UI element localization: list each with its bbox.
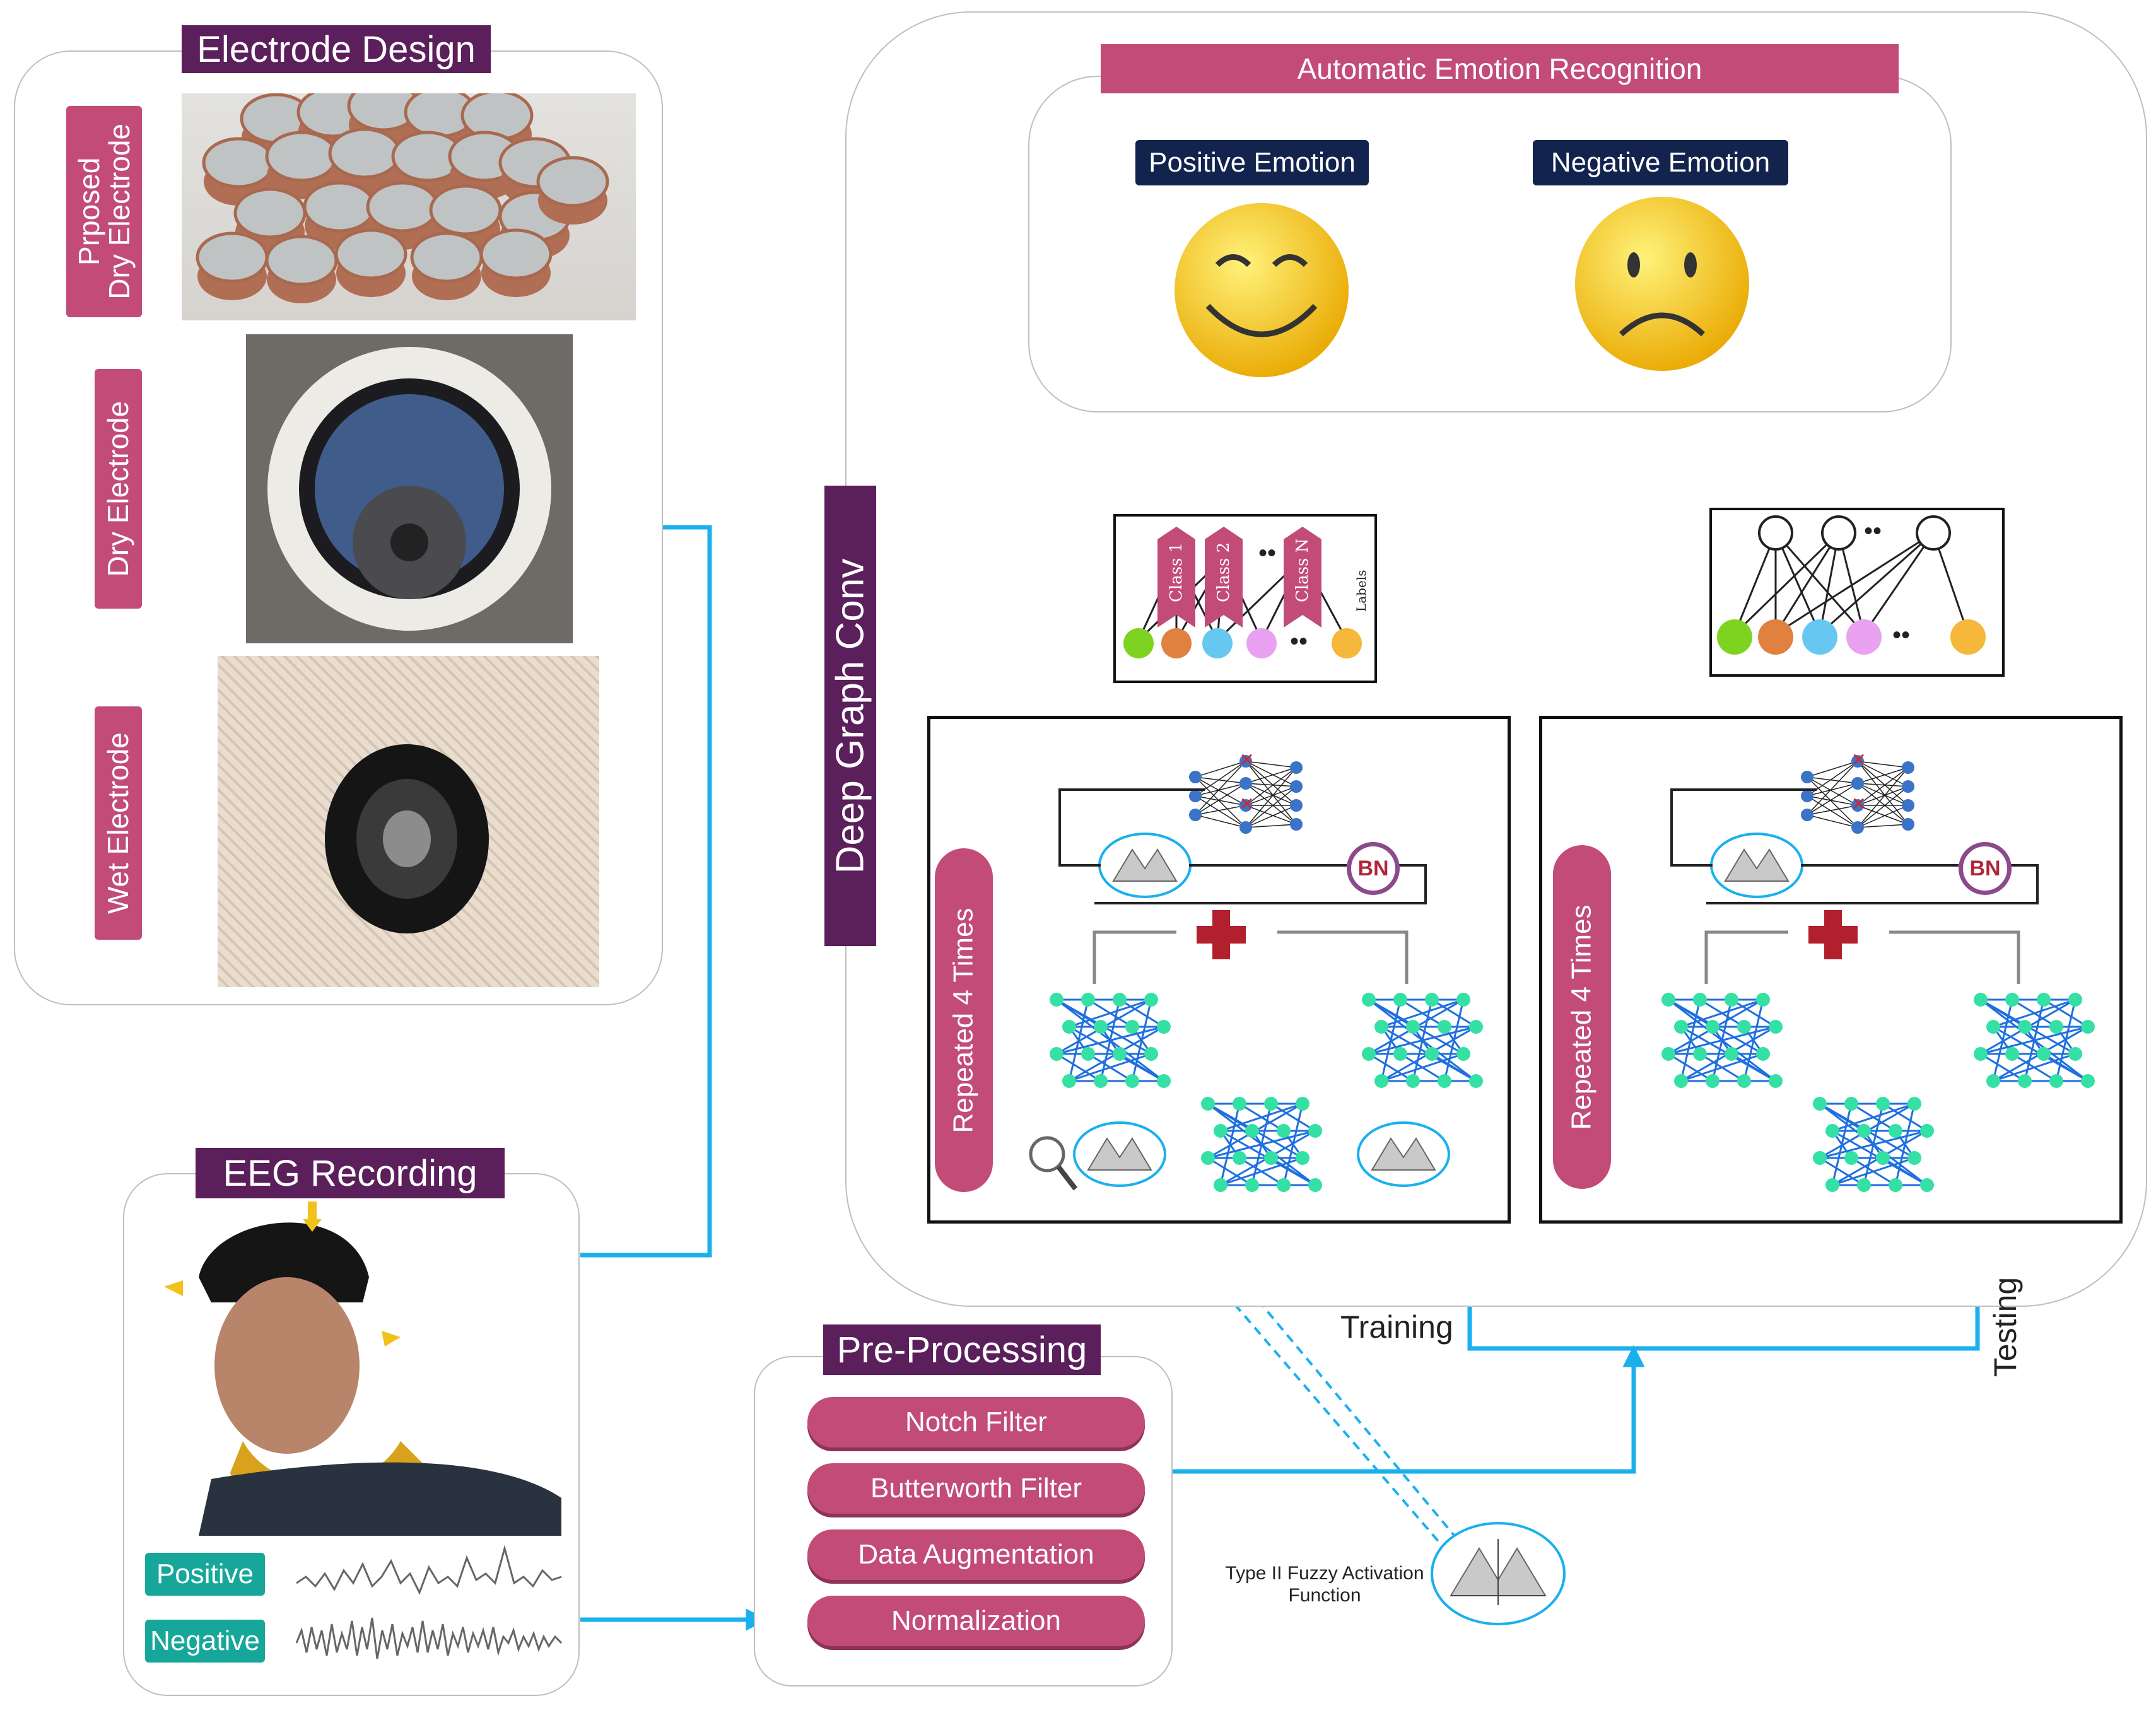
happy-face-icon [1175, 203, 1349, 377]
testing-repeated-label: Repeated 4 Times [1553, 845, 1611, 1189]
eeg-waveforms [295, 1545, 563, 1659]
sad-face-icon [1575, 197, 1749, 371]
nodes-ellipsis: •• [1290, 628, 1308, 655]
butterworth-filter-step: Butterworth Filter [807, 1463, 1145, 1514]
testing-bottom-ellipsis: •• [1892, 621, 1910, 649]
fuzzy-activation-icon [1431, 1522, 1566, 1625]
fuzzy-activation-caption: Type II Fuzzy Activation Function [1225, 1563, 1424, 1606]
class-labels-graph: Class 1 Class 2 Class N •• Labels •• [1123, 527, 1369, 658]
emotion-recognition-title: Automatic Emotion Recognition [1101, 44, 1899, 93]
svg-text:✕: ✕ [1851, 750, 1866, 769]
deep-graph-conv-title: Deep Graph Conv [824, 486, 876, 946]
class-1-text: Class 1 [1167, 542, 1186, 602]
testing-classifier-graph: •• •• [1717, 515, 1986, 655]
notch-filter-step: Notch Filter [807, 1397, 1145, 1447]
training-repeated-label: Repeated 4 Times [935, 848, 993, 1192]
data-augmentation-step: Data Augmentation [807, 1529, 1145, 1580]
electrode-design-title: Electrode Design [182, 25, 491, 73]
svg-text:✕: ✕ [1851, 794, 1866, 814]
eeg-recording-title: EEG Recording [196, 1148, 505, 1198]
normalization-step: Normalization [807, 1596, 1145, 1646]
labels-text: Labels [1354, 570, 1369, 612]
testing-top-ellipsis: •• [1864, 517, 1882, 545]
training-bn-badge: BN [1347, 842, 1400, 895]
training-label: Training [1340, 1309, 1453, 1345]
proposed-dry-electrode-label: Prposed Dry Electrode [66, 106, 142, 317]
subject-photo [161, 1201, 561, 1536]
class-2-text: Class 2 [1214, 542, 1233, 602]
negative-emotion-label: Negative Emotion [1533, 140, 1788, 185]
block-internals: ✕✕ [1661, 750, 2095, 1192]
svg-text:✕: ✕ [1239, 750, 1254, 769]
proposed-dry-electrode-photo [182, 93, 636, 320]
class-n-text: Class N [1293, 539, 1312, 602]
eeg-negative-label: Negative [145, 1620, 265, 1663]
eeg-positive-label: Positive [145, 1553, 265, 1596]
emotion-recognition-panel [1028, 76, 1952, 412]
block-internals: ✕✕ [1050, 750, 1483, 1192]
classes-ellipsis: •• [1258, 539, 1276, 567]
testing-bn-badge: BN [1959, 842, 2012, 895]
svg-text:✕: ✕ [1239, 794, 1254, 814]
dry-electrode-photo [246, 334, 573, 643]
wet-electrode-label: Wet Electrode [95, 706, 142, 940]
testing-label: Testing [1988, 1277, 2024, 1377]
positive-emotion-label: Positive Emotion [1135, 140, 1369, 185]
wet-electrode-photo [218, 656, 599, 987]
preprocessing-title: Pre-Processing [823, 1324, 1101, 1375]
dry-electrode-label: Dry Electrode [95, 369, 142, 609]
